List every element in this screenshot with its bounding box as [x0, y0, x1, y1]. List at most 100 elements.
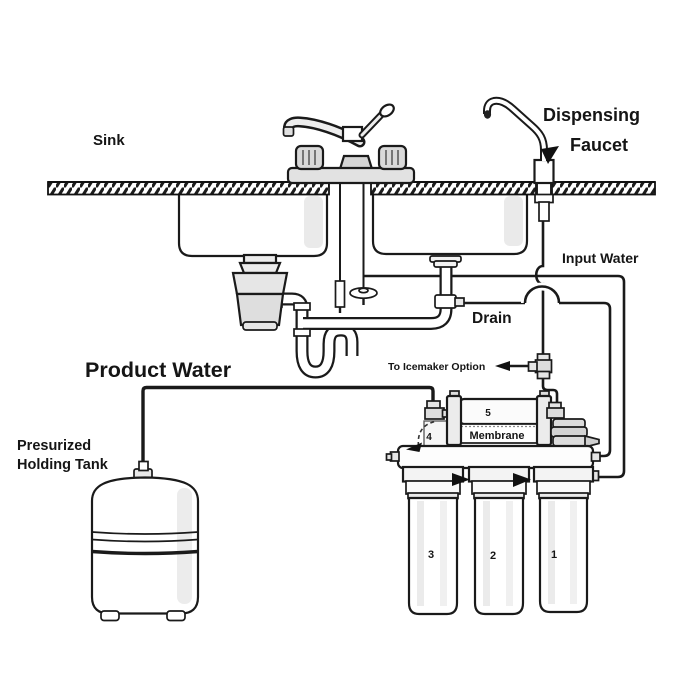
left-basin	[177, 182, 329, 258]
canister-shade-1	[483, 501, 490, 606]
stage4-number: 4	[426, 432, 432, 443]
stage2-number: 2	[490, 550, 496, 562]
membrane-cylinder	[458, 397, 542, 426]
canister-shade-1	[417, 501, 424, 606]
membrane-label: Membrane	[469, 430, 524, 442]
right-basin	[371, 182, 529, 256]
garbage-disposal	[231, 253, 289, 331]
tank-foot-left	[100, 610, 120, 622]
stage5-number: 5	[485, 408, 491, 419]
tank-valve-stem	[138, 460, 149, 472]
knob-ridges	[302, 150, 316, 165]
disposal-neck	[238, 261, 282, 275]
countertop-left-segment	[47, 181, 330, 196]
tank-band-lower	[91, 549, 199, 556]
tee-body	[534, 359, 553, 374]
tank-shading	[177, 488, 192, 604]
product-water-line	[141, 385, 435, 465]
disposal-flange	[242, 253, 278, 265]
collar-band	[536, 480, 591, 495]
manifold-right-nub	[590, 451, 601, 462]
knob-ridges	[385, 150, 399, 165]
faucet-shank-edges	[536, 182, 552, 195]
tee-to-membrane-line	[541, 377, 559, 405]
sink-label: Sink	[93, 132, 125, 149]
right-basin-drain-collar	[433, 260, 458, 268]
right-basin-shading	[504, 196, 523, 246]
product-water-label: Product Water	[85, 358, 232, 382]
holding-tank-label-line2: Holding Tank	[17, 457, 109, 473]
drain-line-right	[559, 301, 612, 458]
collar-top	[532, 465, 595, 483]
shutoff-valve-block	[550, 418, 600, 449]
flow-arrow-2-to-1-icon	[513, 473, 531, 487]
faucet-shank-through-counter	[537, 182, 551, 195]
manifold-arrow-icon	[406, 442, 422, 452]
faucet-base	[533, 158, 555, 185]
faucet-knob-right	[377, 144, 408, 171]
tank-band-upper-1	[91, 531, 199, 535]
tubing-lines	[141, 219, 626, 479]
tank-foot-right	[166, 610, 186, 622]
text-labels: Sink Dispensing Faucet Input Water Drain…	[17, 105, 640, 562]
stage3-number: 3	[428, 549, 434, 561]
kitchen-faucet	[282, 103, 416, 313]
disposal-upper-body	[231, 271, 289, 296]
canister-shade-2	[440, 501, 447, 606]
input-water-line	[364, 274, 626, 479]
manifold-bar	[396, 444, 595, 470]
faucet-spout-fill	[285, 118, 363, 145]
disposal-base	[242, 321, 278, 331]
ro-filter-unit	[385, 390, 601, 616]
icemaker-arrow-icon	[495, 361, 510, 371]
stage1-number: 1	[551, 549, 557, 561]
canister-body	[538, 496, 589, 614]
valve-slab-3	[552, 435, 588, 447]
stage4-dashed-outline	[417, 420, 436, 447]
spout-tip	[483, 110, 492, 119]
membrane-left-end-cap	[445, 394, 463, 447]
canister-stage1	[532, 465, 595, 614]
countertop-right-segment	[551, 181, 656, 196]
canister-stage2	[467, 465, 531, 616]
holding-tank-label-line1: Presurized	[17, 438, 91, 454]
canister-body	[473, 496, 525, 616]
canister-stage3	[401, 465, 465, 616]
faucet-handle-tip	[379, 103, 395, 118]
icemaker-tee-fitting	[527, 353, 553, 380]
drain-label: Drain	[472, 310, 512, 327]
dispensing-faucet	[483, 96, 559, 222]
left-basin-shading	[304, 196, 323, 248]
flow-arrow-3-to-2-icon	[452, 473, 470, 486]
tank-band-upper-2	[91, 538, 199, 543]
membrane-right-fitting-body	[546, 407, 565, 419]
canister-shade-2	[506, 501, 513, 606]
holding-tank	[90, 460, 200, 622]
trap-coupling-upper	[293, 302, 311, 311]
valve-cone-fitting	[584, 434, 600, 449]
gooseneck-fill	[485, 98, 546, 161]
collar-band	[405, 480, 461, 495]
faucet-aerator	[282, 126, 295, 137]
drain-elbow-inner	[303, 262, 451, 328]
cold-supply-valve-stem	[358, 287, 369, 294]
input-water-label: Input Water	[562, 250, 639, 266]
dispensing-faucet-label-line2: Faucet	[570, 135, 628, 155]
faucet-under-shank	[538, 201, 550, 222]
canister-shade-2	[570, 501, 577, 604]
drain-line-hop	[523, 285, 561, 304]
countertop	[47, 181, 656, 196]
manifold-left-tip	[385, 453, 393, 461]
tee-left-branch	[527, 361, 538, 372]
canister-shade-1	[548, 501, 555, 604]
trap-coupling-lower	[293, 328, 311, 337]
drain-saddle-nub	[454, 297, 465, 307]
sink-basins	[177, 182, 529, 258]
to-icemaker-label: To Icemaker Option	[388, 361, 485, 373]
dispensing-faucet-label-line1: Dispensing	[543, 105, 640, 125]
filter-canisters	[401, 465, 595, 616]
drain-saddle-fitting	[434, 294, 457, 309]
faucet-handle-fill	[360, 111, 385, 137]
